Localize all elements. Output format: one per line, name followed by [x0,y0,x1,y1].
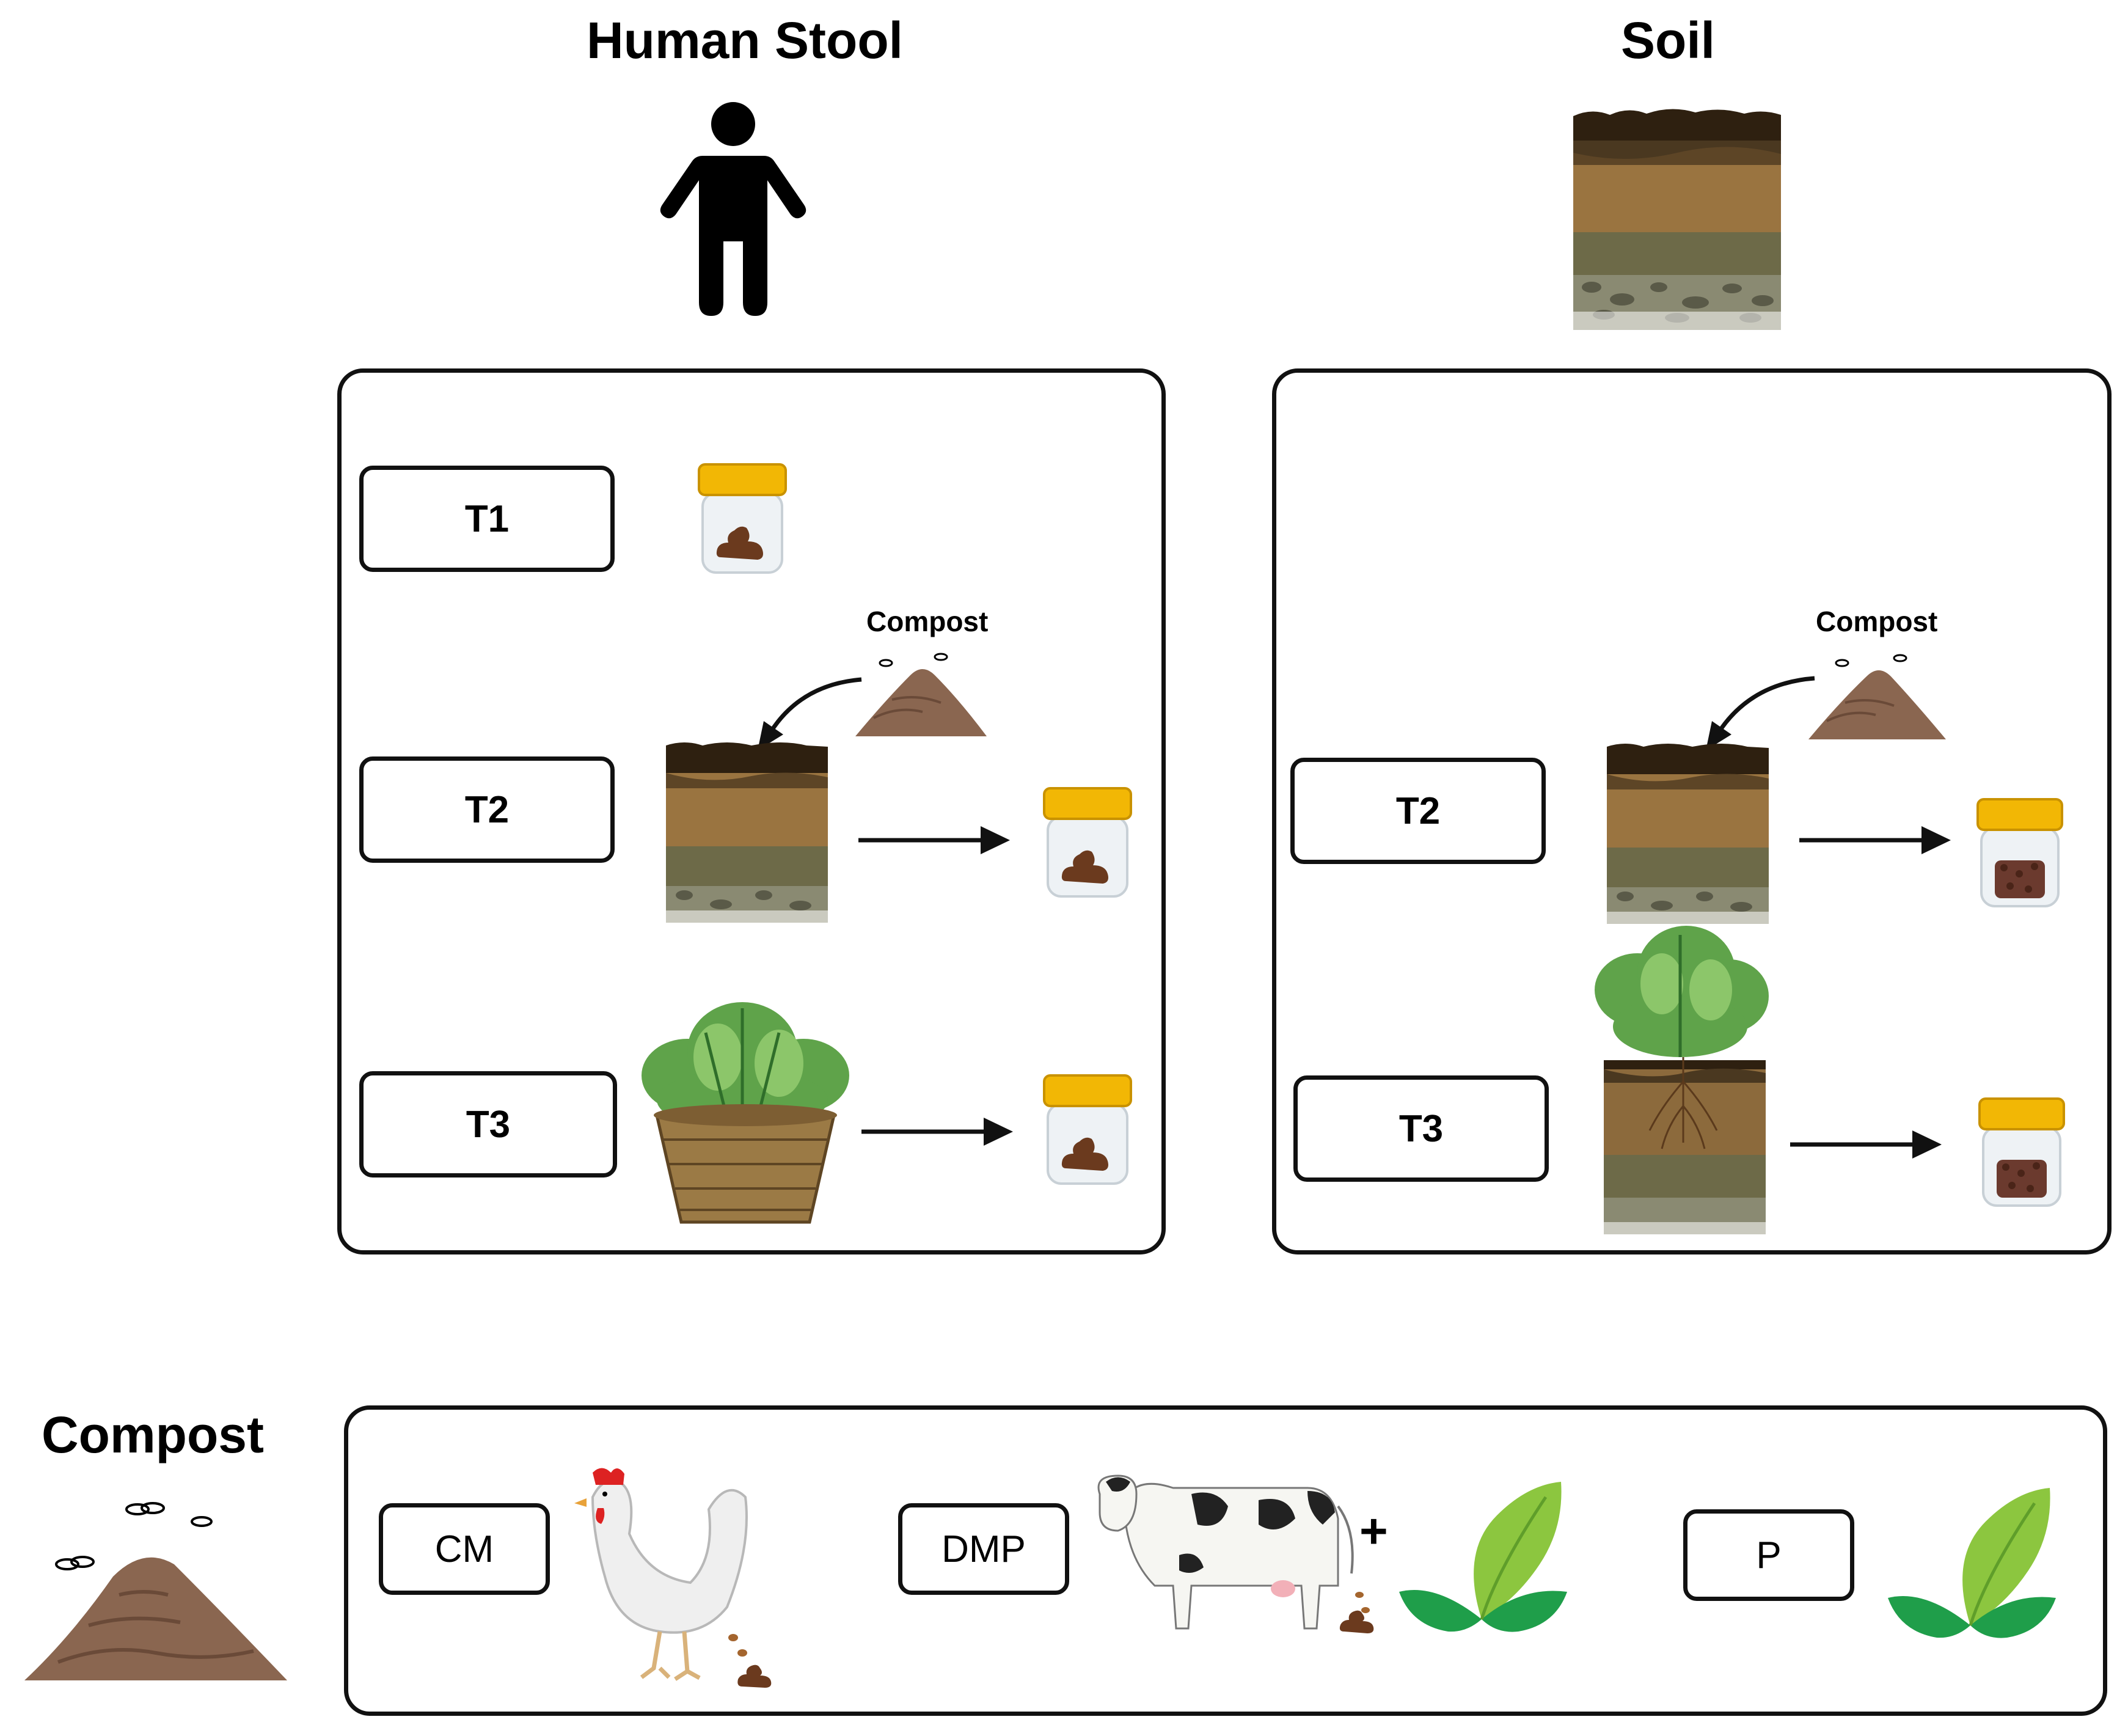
human-compost-label: Compost [866,606,989,637]
stool-jar-icon [1043,1074,1132,1185]
curved-arrow-icon [1706,676,1815,750]
p-label: P [1756,1534,1782,1577]
compost-pile-icon [855,653,987,736]
human-t2-label: T2 [464,788,510,831]
human-t1-label-box: T1 [359,466,615,572]
right-arrow-icon [861,1118,1013,1146]
soil-block-icon [1607,744,1769,924]
right-arrow-icon [1790,1130,1942,1159]
plus-sign: + [1359,1504,1388,1558]
stool-jar-icon [698,463,787,574]
soil-jar-icon [1976,798,2063,907]
lettuce-basket-icon [642,1002,849,1224]
soil-t3-label: T3 [1399,1107,1444,1150]
right-arrow-icon [858,826,1010,854]
leaf-icon [1888,1488,2056,1638]
cow-icon [1097,1474,1370,1630]
human-stool-heading: Human Stool [587,12,903,69]
soil-block-icon [666,742,828,923]
cm-label: CM [434,1528,494,1570]
soil-t3-label-box: T3 [1293,1075,1549,1182]
poop-icon [1339,1610,1374,1633]
compost-pile-icon [24,1502,287,1680]
soil-t2-label-box: T2 [1290,758,1546,864]
lettuce-plant-soil-icon [1595,926,1769,1234]
soil-jar-icon [1978,1097,2065,1207]
soil-compost-label: Compost [1816,606,1938,637]
human-t1-label: T1 [464,497,510,540]
dmp-label: DMP [942,1528,1026,1570]
human-t3-label: T3 [466,1103,511,1146]
compost-heading: Compost [42,1406,264,1463]
soil-profile-icon [1573,109,1781,330]
soil-heading: Soil [1620,12,1715,69]
compost-pile-icon [1808,654,1946,739]
p-label-box: P [1683,1509,1854,1601]
right-arrow-icon [1799,826,1951,854]
chicken-icon [574,1468,772,1688]
person-icon [660,102,806,316]
leaf-icon [1399,1482,1567,1632]
soil-t2-label: T2 [1395,789,1441,832]
stool-jar-icon [1043,787,1132,898]
human-t2-label-box: T2 [359,756,615,863]
cm-label-box: CM [379,1503,550,1595]
dmp-label-box: DMP [898,1503,1069,1595]
curved-arrow-icon [758,677,862,750]
human-t3-label-box: T3 [359,1071,617,1177]
